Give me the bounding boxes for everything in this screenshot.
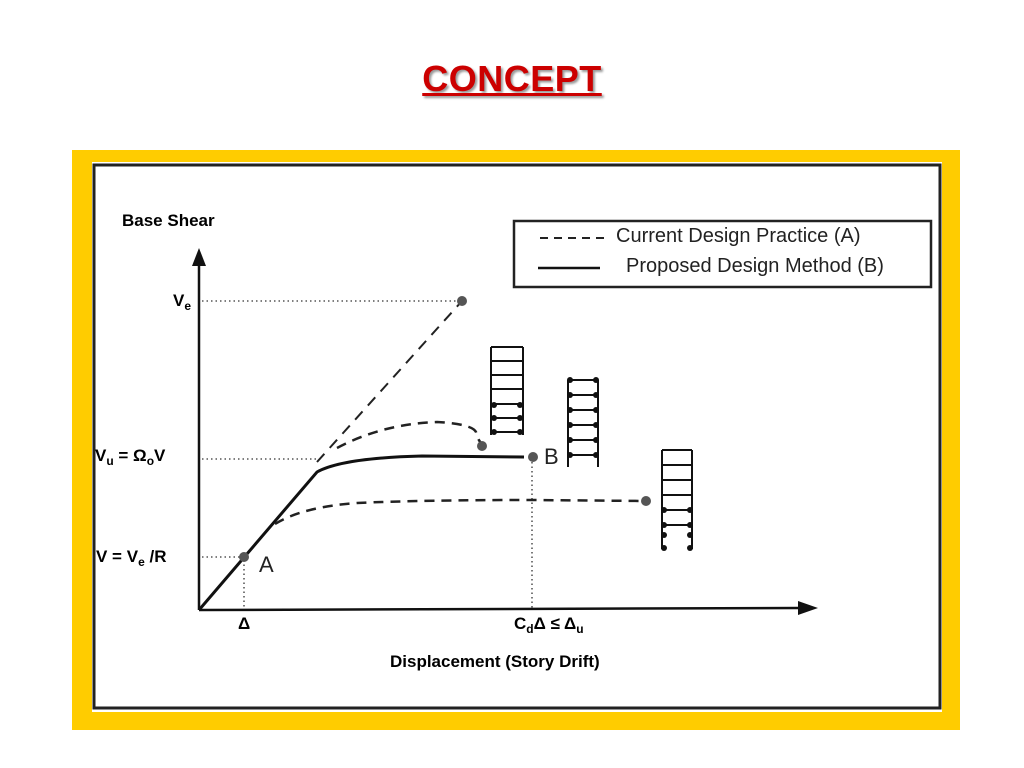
y-axis-arrowhead <box>192 248 206 266</box>
y-axis-label: Base Shear <box>122 211 215 230</box>
x-axis-label: Displacement (Story Drift) <box>390 652 600 671</box>
concept-diagram <box>92 163 942 710</box>
current-practice-lower-curve <box>274 498 645 526</box>
cd-delta-label: CdΔ ≤ Δu <box>514 614 584 636</box>
frame-sketch-middle-hinges <box>567 377 599 458</box>
proposed-method-curve <box>197 454 525 611</box>
ve-label: Ve <box>173 291 192 313</box>
elastic-dashed-line <box>316 300 463 463</box>
point-b-label: B <box>544 444 559 469</box>
slide-title: CONCEPT <box>422 58 602 99</box>
upper-collapse-point <box>477 441 487 451</box>
frame-sketch-upper <box>490 346 524 435</box>
v-label: V = Ve /R <box>96 547 167 569</box>
vu-label: Vu = ΩoV <box>95 446 166 468</box>
current-practice-upper-curve <box>336 420 484 450</box>
point-a-label: A <box>259 552 274 577</box>
frame-sketch-upper-hinges <box>491 402 523 435</box>
panel-border <box>92 163 942 710</box>
point-a <box>239 552 249 562</box>
ve-point <box>457 296 467 306</box>
frame-sketch-lower-hinges <box>661 507 693 551</box>
legend-proposed-method: Proposed Design Method (B) <box>626 255 884 277</box>
delta-label: Δ <box>238 614 251 633</box>
x-axis <box>198 606 801 612</box>
lower-collapse-point <box>641 496 651 506</box>
x-axis-arrowhead <box>798 601 818 615</box>
diagram-panel: Current Design Practice (A) Proposed Des… <box>92 162 942 712</box>
legend-box <box>512 219 933 289</box>
legend-current-practice: Current Design Practice (A) <box>616 225 861 247</box>
point-b <box>528 452 538 462</box>
